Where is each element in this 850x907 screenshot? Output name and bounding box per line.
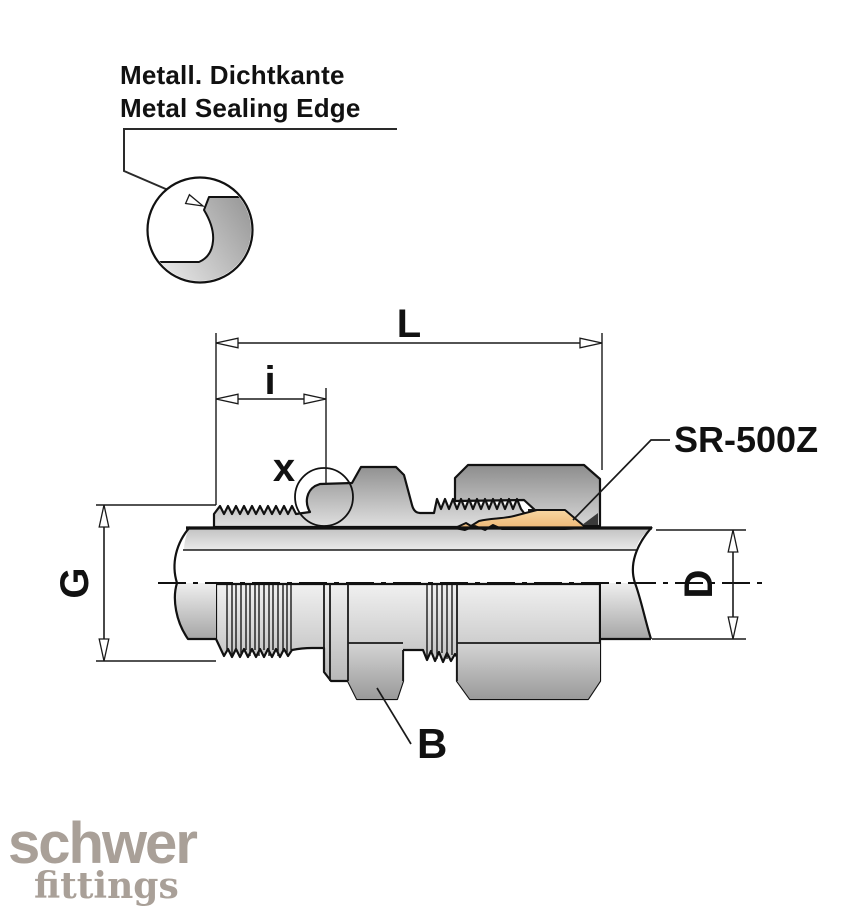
dim-label-B: B	[417, 720, 447, 767]
b-leader-line	[376, 687, 412, 745]
callout-title-german: Metall. Dichtkante	[120, 60, 345, 90]
sealing-edge-callout: Metall. Dichtkante Metal Sealing Edge	[120, 60, 397, 284]
logo-brand-text: schwer	[8, 811, 197, 876]
cutting-ring-label: SR-500Z	[674, 419, 818, 460]
dimension-B: B	[376, 687, 447, 767]
tube-break-right-top	[631, 526, 653, 584]
sealing-edge-marker-circle	[294, 467, 354, 527]
callout-arrowhead	[184, 193, 206, 207]
nut-thread-lines	[426, 585, 453, 659]
fitting-external-bottom	[214, 581, 602, 701]
callout-title-english: Metal Sealing Edge	[120, 93, 361, 123]
sr500z-leader-line	[572, 439, 670, 521]
nut-cone-shadow	[582, 513, 598, 525]
dimension-L: L	[215, 302, 603, 505]
dim-label-G: G	[53, 567, 97, 598]
cutting-ring-profile	[454, 509, 585, 531]
nut-lower-facet	[457, 643, 600, 699]
callout-detail-circle	[146, 176, 254, 284]
dim-label-D: D	[677, 570, 721, 599]
schwer-fittings-logo: schwer fittings	[8, 811, 199, 907]
tube-section-top	[183, 527, 652, 551]
logo-tagline-text: fittings	[34, 865, 179, 907]
cutting-ring	[454, 509, 598, 531]
dimension-G: G	[53, 504, 216, 662]
hex-lower-facet	[348, 643, 403, 699]
dimension-x: x	[273, 446, 295, 490]
fitting-body-section	[212, 465, 529, 529]
face-edge-lines	[323, 584, 458, 681]
label-SR-500Z: SR-500Z	[572, 419, 818, 521]
callout-leader-line	[123, 128, 397, 200]
dimension-D: D	[652, 529, 746, 640]
dim-label-x: x	[273, 446, 295, 490]
dim-label-L: L	[397, 302, 421, 346]
dim-label-i: i	[264, 359, 275, 403]
tube-external-bottom	[173, 582, 653, 641]
tube-break-left-top	[173, 526, 191, 584]
dimension-i: i	[215, 359, 327, 485]
stud-thread-lines	[226, 585, 292, 656]
